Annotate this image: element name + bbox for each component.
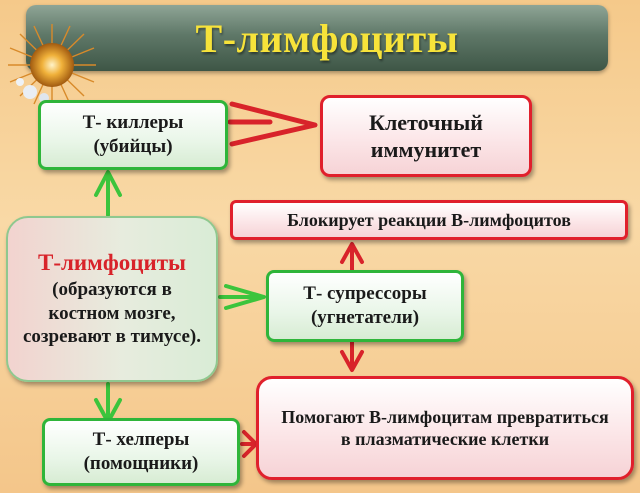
killers-box: Т- киллеры (убийцы) — [38, 100, 228, 170]
helpers-effect-box: Помогают В-лимфоцитам превратиться в пла… — [256, 376, 634, 480]
suppressors-box: Т- супрессоры (угнетатели) — [266, 270, 464, 342]
cellular-immunity-label: Клеточный иммунитет — [369, 109, 483, 163]
t-lymphocytes-main-box: Т-лимфоциты (образуются в костном мозге,… — [6, 216, 218, 382]
title-banner: Т-лимфоциты — [26, 5, 608, 71]
killers-label: Т- киллеры (убийцы) — [82, 112, 184, 157]
page-title: Т-лимфоциты — [195, 15, 459, 61]
blocks-b-lymphocytes-label: Блокирует реакции В-лимфоцитов — [287, 209, 571, 230]
cellular-immunity-box: Клеточный иммунитет — [320, 95, 532, 177]
lymphocyte-cell-image — [8, 24, 96, 106]
helpers-label: Т- хелперы (помощники) — [83, 429, 199, 474]
t-lymphocytes-heading: Т-лимфоциты — [38, 250, 186, 275]
helpers-box: Т- хелперы (помощники) — [42, 418, 240, 486]
t-lymphocytes-description: (образуются в костном мозге, созревают в… — [22, 278, 201, 348]
suppressors-label: Т- супрессоры (угнетатели) — [303, 283, 427, 328]
helpers-effect-label: Помогают В-лимфоцитам превратиться в пла… — [281, 406, 609, 450]
blocks-b-lymphocytes-box: Блокирует реакции В-лимфоцитов — [230, 200, 628, 240]
